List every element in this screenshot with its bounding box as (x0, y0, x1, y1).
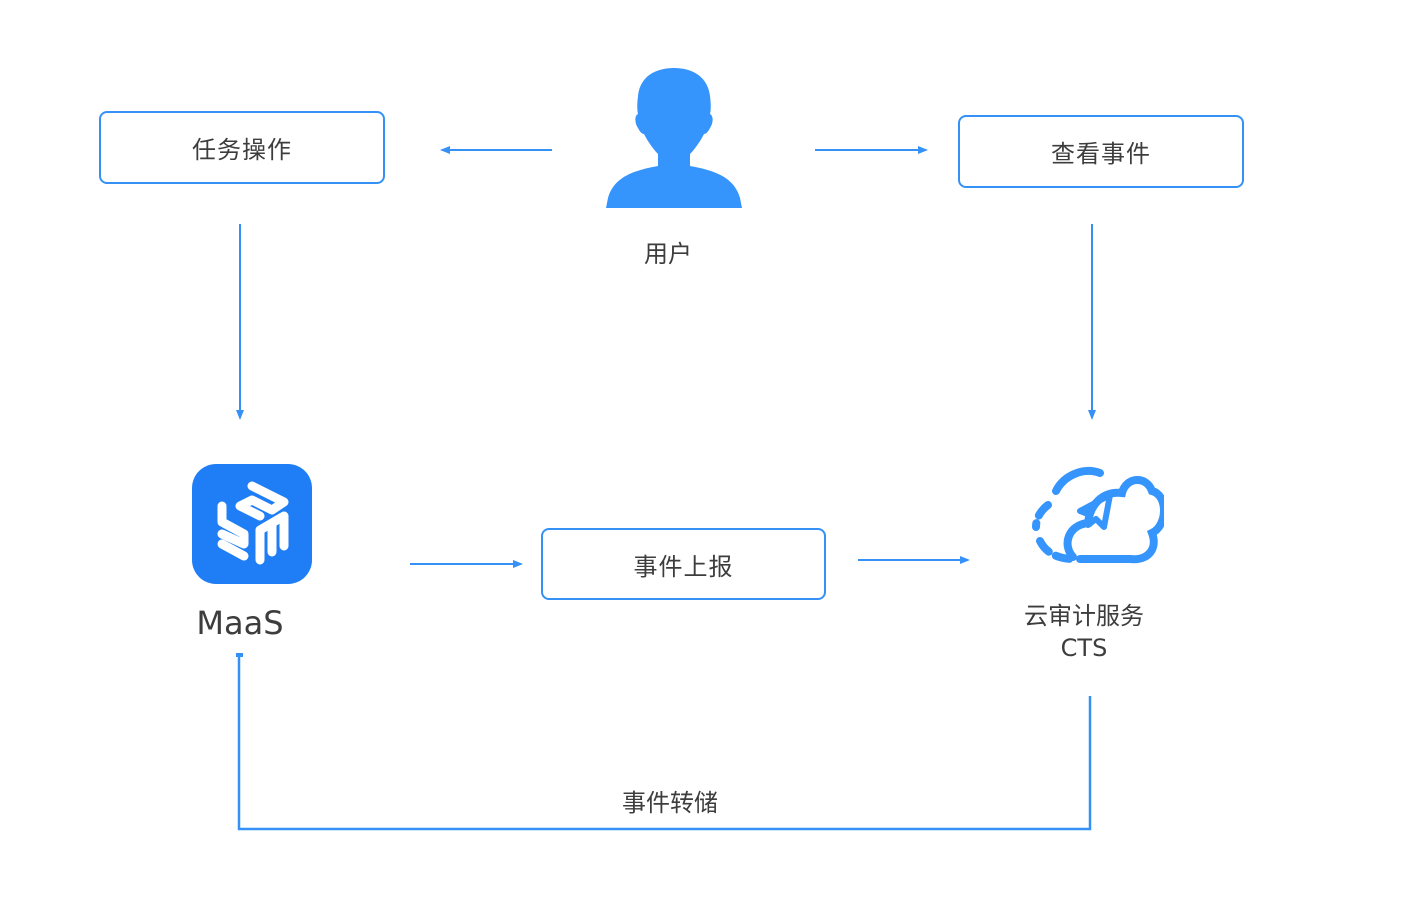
user-icon (606, 68, 742, 208)
maas-label: MaaS (196, 604, 284, 642)
user-label: 用户 (644, 240, 692, 268)
maas-logo-icon (192, 464, 312, 584)
event-report-box: 事件上报 (541, 528, 826, 600)
view-events-label: 查看事件 (1051, 140, 1151, 168)
edge-cts-to-maas (237, 656, 1092, 831)
task-operations-label: 任务操作 (192, 136, 292, 164)
cloud-icon (1032, 467, 1164, 564)
task-operations-box: 任务操作 (99, 111, 385, 184)
cts-label-line2: CTS (1060, 634, 1108, 662)
event-dump-label: 事件转储 (622, 789, 718, 817)
cts-label-line1: 云审计服务 (1024, 602, 1144, 630)
event-report-label: 事件上报 (633, 552, 734, 581)
cts-label: 云审计服务 CTS (1000, 600, 1168, 664)
view-events-box: 查看事件 (958, 115, 1244, 188)
edge-cts-to-maas-end (236, 653, 243, 657)
